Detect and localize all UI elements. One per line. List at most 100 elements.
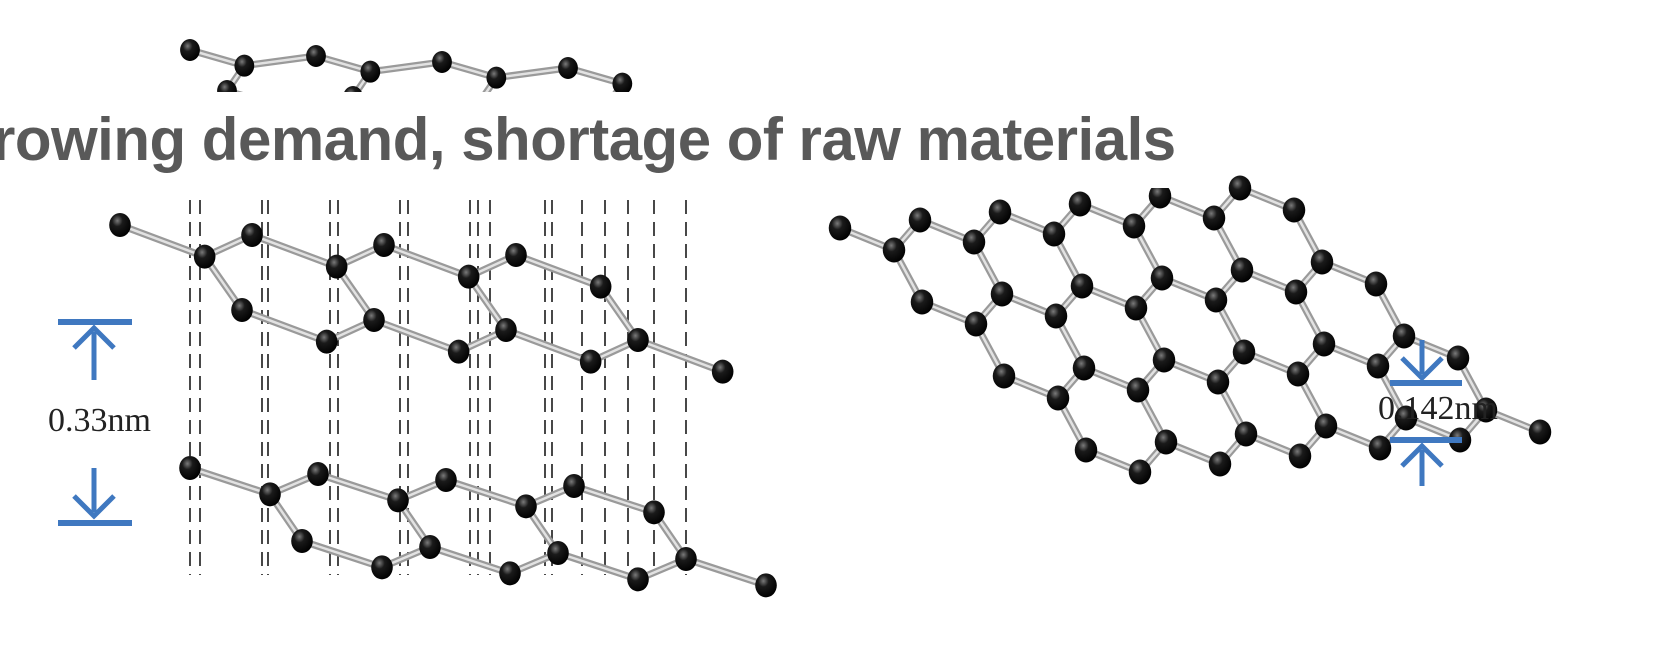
bond-highlight [556, 551, 640, 581]
carbon-atom [241, 223, 263, 247]
carbon-atom [1202, 205, 1226, 231]
carbon-atom [1204, 287, 1228, 313]
bond-highlight [243, 54, 318, 67]
carbon-atom [1230, 257, 1254, 283]
carbon-atom [1128, 459, 1152, 485]
carbon-atom [387, 488, 409, 513]
bond-highlight [372, 318, 460, 353]
carbon-atom [291, 529, 313, 553]
carbon-atom [447, 339, 470, 364]
carbon-atom [432, 51, 452, 73]
carbon-atom [547, 541, 569, 565]
bond-highlight [572, 484, 656, 514]
carbon-atom [499, 561, 521, 586]
carbon-atom [1126, 377, 1150, 403]
carbon-atom [828, 215, 852, 241]
carbon-atom [589, 274, 612, 299]
bond-highlight [240, 308, 328, 343]
graphite-layered-structure [109, 39, 777, 598]
bond-highlight [495, 66, 570, 79]
carbon-atom [1528, 419, 1552, 445]
dimension-arrows [58, 319, 1462, 526]
carbon-atom [179, 456, 201, 480]
carbon-atom [505, 243, 527, 267]
carbon-atom [1206, 369, 1230, 395]
carbon-atom [1286, 361, 1310, 387]
carbon-atom [908, 207, 932, 233]
carbon-atom [1364, 271, 1388, 297]
bond-highlight [504, 328, 592, 363]
carbon-atom [360, 60, 381, 83]
carbon-atom [307, 462, 329, 486]
atom-layer [109, 213, 734, 384]
bond-highlight [636, 338, 724, 373]
carbon-atom [1366, 353, 1390, 379]
carbon-atom [563, 474, 585, 498]
carbon-atom [495, 318, 517, 342]
carbon-atom [1284, 279, 1308, 305]
carbon-atom [1394, 405, 1418, 431]
carbon-atom [627, 328, 649, 352]
carbon-atom [363, 308, 385, 332]
carbon-atom [675, 547, 697, 571]
dashed-guide-lines [189, 200, 687, 575]
carbon-atom [910, 289, 934, 315]
carbon-atom [315, 329, 338, 354]
carbon-atom [1152, 347, 1176, 373]
arrow-up-icon [72, 324, 116, 380]
carbon-atom [1208, 451, 1232, 477]
carbon-atom [990, 281, 1014, 307]
bond-highlight [188, 466, 272, 496]
carbon-atom [711, 359, 734, 384]
carbon-atom [1072, 355, 1096, 381]
carbon-atom [1312, 331, 1336, 357]
carbon-atom [325, 254, 348, 279]
carbon-atom [457, 264, 480, 289]
carbon-atom [1282, 197, 1306, 223]
carbon-atom [643, 500, 665, 525]
carbon-atom [1044, 303, 1068, 329]
carbon-atom [1232, 339, 1256, 365]
carbon-atom [882, 237, 906, 263]
carbon-atom [486, 66, 507, 89]
bond-highlight [118, 223, 206, 258]
interlayer-spacing-label: 0.33nm [48, 402, 151, 439]
arrow-down-icon [1400, 340, 1444, 382]
atom-layer [179, 456, 777, 598]
bond-highlight [382, 243, 470, 278]
carbon-atom [962, 229, 986, 255]
carbon-atom [371, 555, 393, 580]
carbon-atom [1474, 397, 1498, 423]
carbon-atom [1234, 421, 1258, 447]
carbon-atom [1150, 265, 1174, 291]
carbon-atom [306, 45, 326, 67]
carbon-atom [1074, 437, 1098, 463]
bond-highlight [250, 233, 338, 268]
bond-highlight [444, 478, 528, 508]
bond-length-label: 0.142nm [1378, 390, 1498, 427]
bond-highlight [514, 253, 602, 288]
carbon-atom [1368, 435, 1392, 461]
carbon-atom [1392, 323, 1416, 349]
carbon-atom [1148, 183, 1172, 209]
carbon-atom [109, 213, 131, 237]
carbon-atom [579, 349, 602, 374]
carbon-atom [193, 244, 216, 269]
carbon-atom [259, 482, 281, 507]
headline: rowing demand, shortage of raw materials [0, 92, 1194, 188]
carbon-atom [419, 535, 441, 559]
bond-layer [836, 184, 1544, 476]
carbon-atom [1122, 213, 1146, 239]
bond-highlight [428, 545, 512, 575]
atom-layer [828, 175, 1552, 485]
carbon-atom [1124, 295, 1148, 321]
graphite-middle-layer [109, 213, 734, 384]
carbon-atom [1288, 443, 1312, 469]
carbon-atom [1228, 175, 1252, 201]
graphene-single-sheet [828, 175, 1552, 485]
carbon-atom [1314, 413, 1338, 439]
bond-highlight [369, 60, 444, 73]
arrow-up-icon [1400, 442, 1444, 486]
carbon-atom [515, 494, 537, 519]
